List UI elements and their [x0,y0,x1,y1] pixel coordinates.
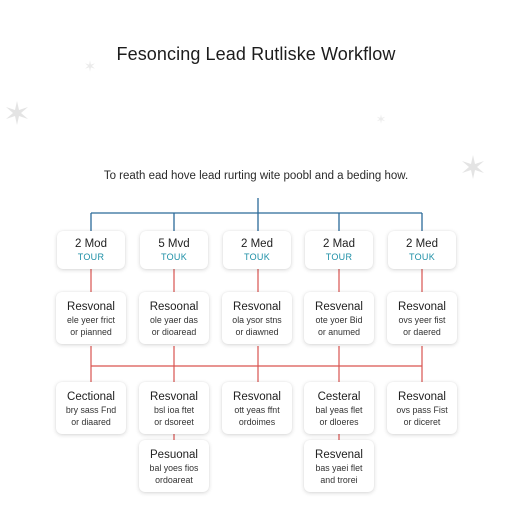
step-card-line: or dloeres [319,417,359,427]
step-card-title: Cesteral [317,391,361,403]
step-card-title: Resvonal [398,391,446,403]
step-card-line: ott yeas ffnt [234,405,280,415]
step-card-line: or diaared [71,417,111,427]
sparkle-icon [84,60,96,72]
sparkle-icon [462,155,484,179]
step-card-line: ovs pass Fist [396,405,448,415]
head-card-tag: TOUK [408,252,436,262]
head-card-number: 2 Med [241,238,273,250]
step-card-title: Resvonal [67,301,115,313]
head-card-tag: TOUR [77,252,105,262]
step-card-line: ordoimes [238,417,276,427]
step-card-title: Resvonal [233,301,281,313]
step-card-line: ote yoer Bid [315,315,363,325]
sparkle-icon [376,114,386,124]
step-card-line: ola ysor stns [232,315,282,325]
step-card-title: Resvonal [150,391,198,403]
step-card-line: bry sass Fnd [65,405,117,415]
step-card-line: bal yeas flet [315,405,363,415]
step-card-line: ole yaer das [150,315,198,325]
head-card-tag: TOUK [243,252,271,262]
head-card-number: 2 Med [406,238,438,250]
step-card-title: Cectional [67,391,115,403]
step-card-line: or dsoreet [154,417,194,427]
step-card-line: or diawned [235,327,279,337]
head-card: 2 Med TOUK [223,231,291,269]
step-card: Resvonal ott yeas ffnt ordoimes [222,382,292,434]
step-card-title: Resvenal [315,301,363,313]
step-card: Resvenal bas yaei flet and trorei [304,440,374,492]
step-card-line: bal yoes fios [149,463,199,473]
step-card-line: or daered [403,327,441,337]
step-card: Resvenal ote yoer Bid or anumed [304,292,374,344]
subtitle: To reath ead hove lead rurting wite poob… [103,170,409,182]
head-card-number: 5 Mvd [158,238,190,250]
step-card-line: and trorei [320,475,358,485]
step-card-title: Resvonal [398,301,446,313]
step-card-line: or diceret [403,417,441,427]
page-title: Fesoncing Lead Rutliske Workflow [116,44,396,64]
head-card-tag: TOUR [325,252,353,262]
top-connector [90,198,423,231]
head-card: 5 Mvd TOUK [140,231,208,269]
step-card-line: bsl ioa ftet [153,405,195,415]
red-branches [90,269,423,440]
step-card-line: or pianned [70,327,112,337]
step-card: Resvonal bsl ioa ftet or dsoreet [139,382,209,434]
step-card: Resvonal ovs yeer fist or daered [387,292,457,344]
step-card-title: Resoonal [149,301,199,313]
step-card: Resvonal ovs pass Fist or diceret [387,382,457,434]
step-card-line: ordoareat [155,475,193,485]
sparkle-icon [6,101,28,125]
step-card-line: or dioaread [151,327,197,337]
step-card-line: bas yaei flet [315,463,363,473]
head-card-number: 2 Mad [323,238,355,250]
step-card-line: ovs yeer fist [398,315,446,325]
step-card: Cectional bry sass Fnd or diaared [56,382,126,434]
step-card-title: Resvonal [233,391,281,403]
step-card: Pesuonal bal yoes fios ordoareat [139,440,209,492]
head-card: 2 Mad TOUR [305,231,373,269]
head-card-tag: TOUK [160,252,188,262]
head-card-number: 2 Mod [75,238,107,250]
head-card: 2 Med TOUK [388,231,456,269]
step-card: Resoonal ole yaer das or dioaread [139,292,209,344]
head-card: 2 Mod TOUR [57,231,125,269]
step-card: Resvonal ele yeer frict or pianned [56,292,126,344]
step-card-title: Pesuonal [150,449,198,461]
step-card: Resvonal ola ysor stns or diawned [222,292,292,344]
step-card-line: ele yeer frict [67,315,115,325]
step-card: Cesteral bal yeas flet or dloeres [304,382,374,434]
step-card-line: or anumed [317,327,361,337]
step-card-title: Resvenal [315,449,363,461]
